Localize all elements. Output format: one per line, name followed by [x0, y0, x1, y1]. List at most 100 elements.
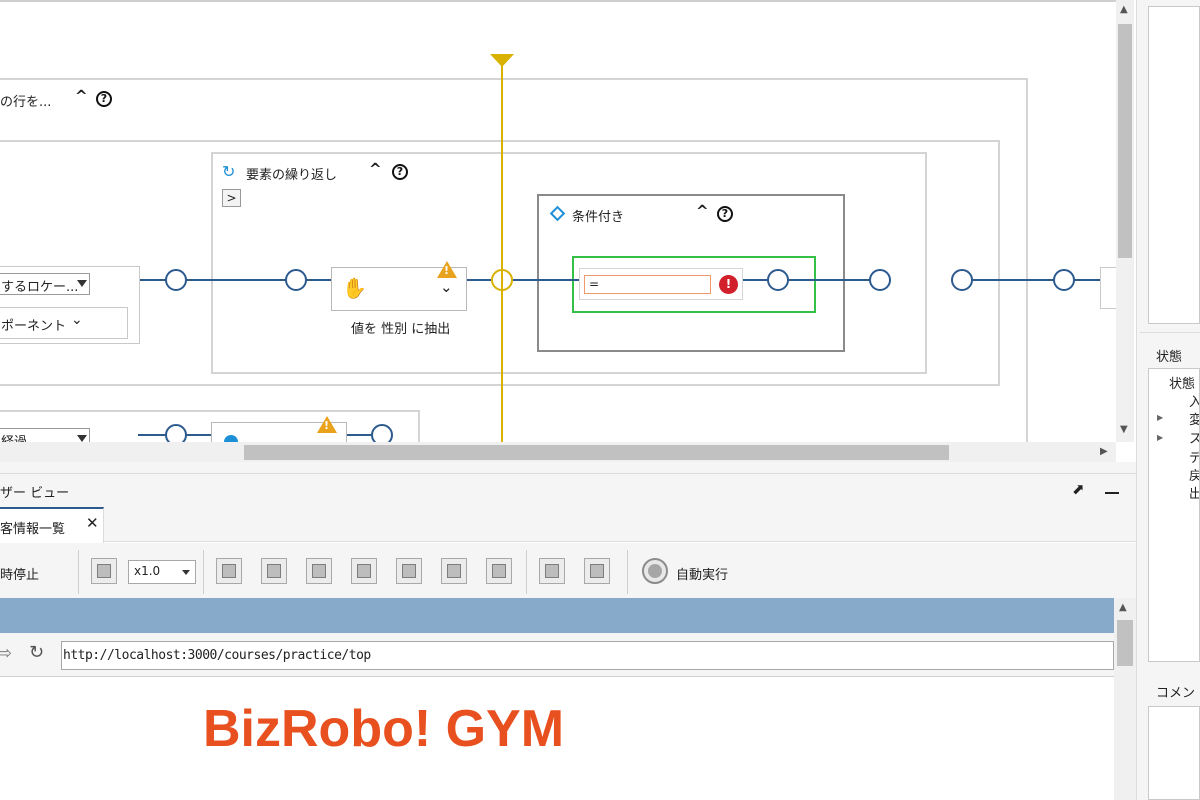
lower-select[interactable]: 経過	[0, 428, 90, 442]
state-tree-item[interactable]: 変	[1189, 409, 1199, 428]
page-button[interactable]	[486, 558, 512, 584]
canvas-hscroll-thumb[interactable]	[244, 445, 949, 460]
reload-icon[interactable]: ↻	[29, 642, 45, 663]
lower-select-value: 経過	[1, 431, 27, 442]
locator-select[interactable]: するロケー...	[0, 273, 90, 295]
properties-box[interactable]	[1148, 6, 1200, 324]
locator-select-value: するロケー...	[1, 280, 79, 295]
auto-run-label: 自動実行	[676, 568, 729, 583]
flow-node[interactable]	[285, 269, 307, 291]
move-up-button[interactable]	[396, 558, 422, 584]
scroll-down-icon[interactable]: ▼	[1120, 424, 1128, 435]
conditional-title: 条件付き	[572, 210, 625, 225]
state-tree-root[interactable]: 状態	[1169, 377, 1196, 392]
dropdown-arrow-icon	[77, 435, 87, 442]
speed-select-value: x1.0	[134, 564, 161, 578]
scroll-up-icon[interactable]: ▲	[1120, 4, 1128, 15]
state-tree-item[interactable]: デ	[1189, 447, 1199, 466]
state-tree-item[interactable]: 戻	[1189, 465, 1199, 484]
flow-node[interactable]	[165, 269, 187, 291]
chevron-down-icon: ⌄	[71, 312, 83, 328]
error-icon: !	[719, 275, 738, 294]
comment-header: コメン	[1156, 686, 1196, 701]
splitter[interactable]	[0, 462, 1138, 474]
step-left-button[interactable]	[261, 558, 287, 584]
url-input-value: http://localhost:3000/courses/practice/t…	[63, 648, 371, 663]
toolbar-separator	[627, 550, 628, 594]
move-down-button[interactable]	[441, 558, 467, 584]
dropdown-arrow-icon	[77, 280, 87, 287]
url-input[interactable]: http://localhost:3000/courses/practice/t…	[61, 641, 1114, 670]
next-step-box[interactable]	[1100, 267, 1116, 309]
tab-customer-list[interactable]: 客情報一覧 ✕	[0, 507, 104, 543]
workflow-canvas[interactable]: の行を... ^ ? ↻ 要素の繰り返し ^ ? > 条件付き ^ ? するロケ…	[0, 0, 1116, 442]
extract-step-label: 値を 性別 に抽出	[351, 322, 451, 337]
flow-node[interactable]	[767, 269, 789, 291]
canvas-vscroll-thumb[interactable]	[1118, 24, 1132, 258]
repeat-icon: ↻	[222, 162, 236, 181]
expand-arrow-icon[interactable]: ▶	[1157, 413, 1164, 422]
scroll-up-icon[interactable]: ▲	[1119, 602, 1127, 613]
outer-loop-title: の行を...	[0, 95, 52, 110]
info-icon	[224, 435, 238, 442]
speed-select[interactable]: x1.0	[128, 560, 196, 584]
state-header: 状態	[1156, 350, 1183, 365]
properties-divider	[1140, 332, 1200, 333]
pause-button[interactable]: 時停止	[0, 568, 40, 583]
forward-icon[interactable]: ⇨	[0, 643, 13, 664]
address-bar-band	[0, 598, 1114, 633]
flow-node[interactable]	[1053, 269, 1075, 291]
step-right-button[interactable]	[306, 558, 332, 584]
window-switch-button[interactable]	[584, 558, 610, 584]
toolbar-separator	[78, 550, 79, 594]
browser-view-title: ザー ビュー	[0, 486, 70, 501]
warning-icon: !	[437, 261, 457, 278]
chevron-down-icon[interactable]: ⌄	[440, 278, 453, 296]
flow-node[interactable]	[951, 269, 973, 291]
flow-line-right	[962, 279, 1102, 281]
dropdown-arrow-icon	[182, 570, 190, 575]
current-position-line	[501, 62, 503, 442]
flow-node[interactable]	[869, 269, 891, 291]
auto-run-radio[interactable]	[642, 558, 668, 584]
conditional-help-icon[interactable]: ?	[717, 206, 733, 222]
undock-icon[interactable]: ⬈	[1072, 480, 1085, 498]
window-button[interactable]	[539, 558, 565, 584]
hand-icon: ✋	[342, 276, 367, 300]
expand-arrow-icon[interactable]: ▶	[1157, 433, 1164, 442]
state-tree-item[interactable]: 出	[1189, 483, 1199, 502]
step-back-left-button[interactable]	[216, 558, 242, 584]
state-tree-item[interactable]: 入	[1189, 391, 1199, 410]
canvas-vscroll[interactable]: ▲ ▼	[1116, 0, 1134, 442]
repeat-expand-button[interactable]: >	[222, 189, 241, 207]
component-select[interactable]: ポーネント ⌄	[0, 307, 128, 339]
step-forward-right-button[interactable]	[351, 558, 377, 584]
flow-node[interactable]	[371, 424, 393, 442]
condition-input-value: =	[589, 277, 600, 291]
browser-vscroll-thumb[interactable]	[1117, 620, 1133, 666]
browser-view-header: ザー ビュー ⬈	[0, 474, 1136, 506]
repeat-collapse-icon[interactable]: ^	[369, 160, 382, 178]
conditional-collapse-icon[interactable]: ^	[696, 202, 709, 220]
lower-step-box[interactable]	[211, 422, 347, 442]
state-tree[interactable]: 状態 入 ▶ 変 ▶ ス デ 戻 出	[1148, 368, 1200, 662]
position-marker-icon[interactable]	[490, 54, 514, 67]
flow-line	[140, 279, 890, 281]
top-border	[0, 0, 1116, 2]
outer-loop-help-icon[interactable]: ?	[96, 91, 112, 107]
state-tree-item[interactable]: ス	[1189, 428, 1199, 447]
browser-viewport[interactable]: BizRobo! GYM	[0, 678, 1114, 800]
repeat-help-icon[interactable]: ?	[392, 164, 408, 180]
browser-vscroll[interactable]: ▲	[1114, 598, 1136, 800]
outer-loop-collapse-icon[interactable]: ^	[75, 87, 88, 105]
comment-box[interactable]	[1148, 706, 1200, 800]
flow-node[interactable]	[165, 424, 187, 442]
close-icon[interactable]: ✕	[86, 514, 99, 532]
scroll-right-icon[interactable]: ▶	[1100, 446, 1108, 457]
condition-input[interactable]: =	[584, 275, 711, 294]
minimize-icon[interactable]	[1105, 492, 1119, 494]
toolbar-separator	[203, 550, 204, 594]
canvas-hscroll[interactable]: ▶	[0, 442, 1116, 462]
snapshot-button[interactable]	[91, 558, 117, 584]
warning-icon: !	[317, 416, 337, 433]
